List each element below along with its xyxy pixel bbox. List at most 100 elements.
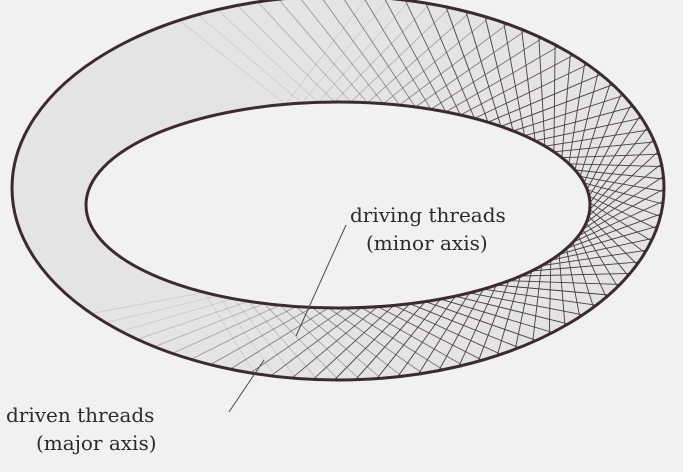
driving-thread [120,298,234,332]
driven-thread [425,301,537,341]
driven-thread [553,44,556,152]
driven-thread [496,284,609,296]
driven-thread [583,93,622,184]
driving-thread [190,306,297,360]
driven-thread [508,280,620,285]
driven-thread [589,139,654,210]
driving-thread [585,222,629,276]
driven-thread [585,163,662,224]
driving-thread [589,202,652,242]
driven-thread [344,0,416,108]
driving-thread [418,292,470,375]
driven-thread [364,0,432,110]
driving-thread [496,275,521,356]
driven-thread [279,304,361,380]
driven-thread [589,127,648,204]
driven-thread [531,261,639,272]
driving-thread [399,23,508,106]
driven-thread [236,5,335,103]
driven-thread [218,295,276,377]
driven-thread [425,2,475,119]
driven-thread [566,213,662,249]
driven-thread [469,292,583,316]
driving-thread [535,117,642,142]
driving-thread [589,209,646,254]
driven-thread [344,307,444,371]
driving-thread [317,0,410,103]
driving-thread [438,288,484,371]
driven-thread [377,306,483,361]
driven-thread [233,298,297,379]
driving-thread [582,229,619,287]
driven-thread [257,1,352,103]
driven-thread [295,306,382,379]
driving-threads-axis-label: (minor axis) [366,231,488,255]
driving-thread [91,291,205,314]
driven-thread [541,249,647,267]
driving-thread [430,37,543,110]
driven-thread [384,0,447,113]
driven-threads-axis-label: (major axis) [36,431,157,455]
driving-thread [229,307,329,370]
driven-thread [558,225,658,255]
driven-thread [550,237,653,261]
driven-thread [301,0,384,104]
driving-thread [172,304,281,354]
driven-thread [520,272,631,277]
driven-thread [588,115,641,197]
driven-thread [521,29,536,141]
driven-threads-label: driven threads [6,403,154,427]
driven-thread [204,292,256,374]
driven-thread [579,82,611,177]
inner-rim [84,100,592,310]
driven-thread [178,20,286,105]
driven-thread [404,0,461,116]
driving-thread [291,306,378,379]
driven-thread [503,22,525,136]
driven-thread [248,301,318,380]
driving-thread [397,295,456,378]
driven-thread [586,104,632,190]
driving-thread [415,30,526,108]
driven-thread [578,188,665,237]
driving-thread [588,195,657,230]
driving-thread [500,84,613,127]
driven-thread [197,14,303,104]
driven-thread [409,303,520,349]
driven-thread [393,304,502,355]
driven-thread [465,11,502,127]
driving-thread [574,169,664,180]
driven-thread [445,6,489,123]
driving-thread [334,3,431,103]
driven-thread [538,36,546,147]
driven-thread [484,16,514,132]
driving-thread [367,12,471,104]
driving-thread [270,307,362,377]
driven-thread [574,72,599,171]
driving-thread [577,235,607,298]
driven-thread [455,295,569,325]
driven-thread [588,151,659,217]
driving-thread [210,307,313,366]
driving-threads-leader [295,224,347,337]
thread-mesh [91,0,665,381]
driven-thread [582,176,664,230]
driving-thread [350,7,451,103]
driving-threads-label: driving threads [350,203,506,227]
driven-thread [311,307,403,377]
driven-thread [572,200,664,243]
driving-thread [312,305,395,380]
outer-rim [10,0,666,382]
driven-thread [322,0,400,106]
driven-thread [568,62,586,164]
driving-thread [383,17,490,105]
driven-thread [361,307,464,366]
driving-thread [580,175,664,192]
driven-thread [483,288,597,306]
driving-thread [588,215,638,265]
driven-thread [263,303,340,381]
driving-thread [512,95,624,132]
driven-thread [328,307,423,374]
